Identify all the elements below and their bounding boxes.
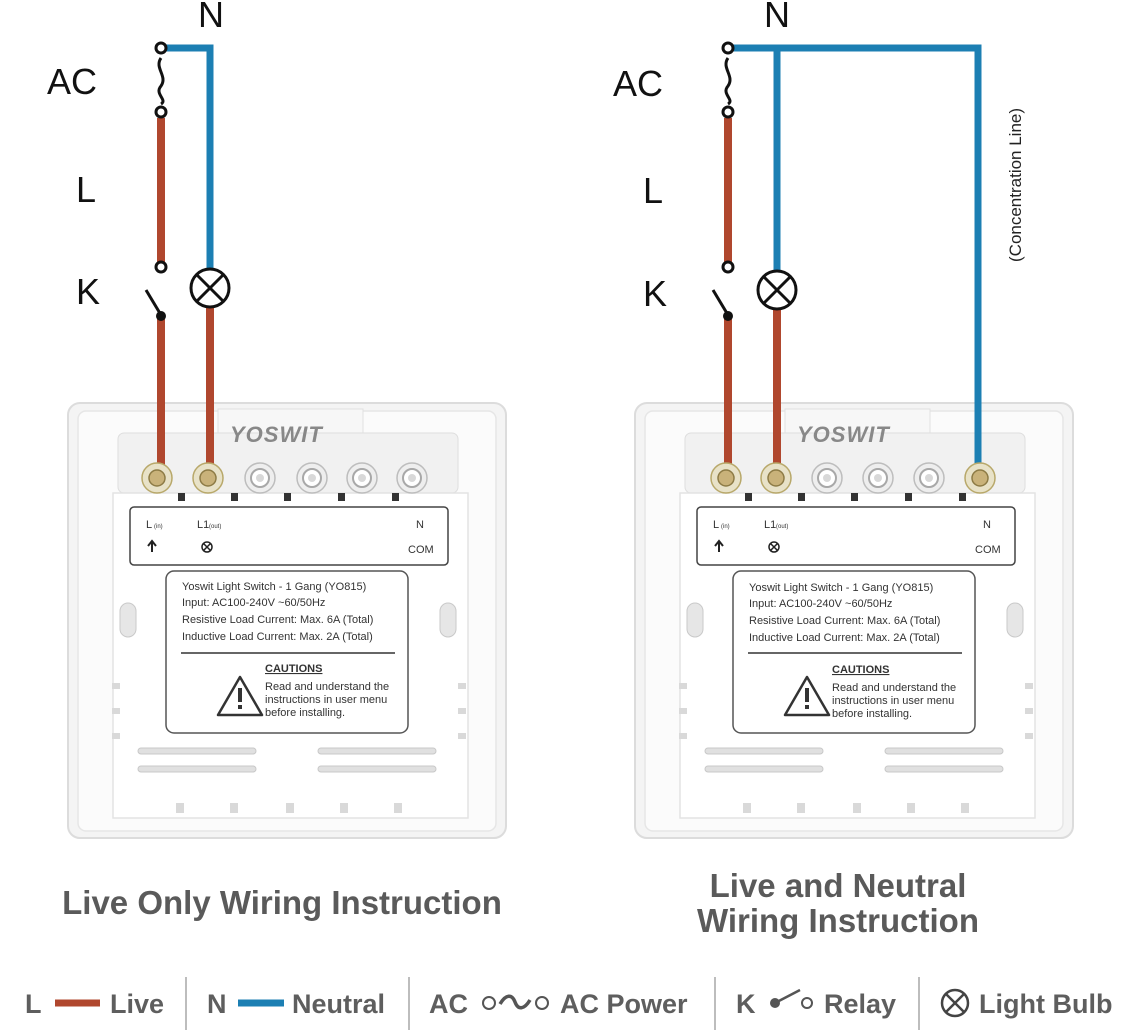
left-term-l1: L1 (197, 519, 209, 531)
right-spec-line: Input: AC100-240V ~60/50Hz (749, 598, 892, 610)
right-spec-line: Yoswit Light Switch - 1 Gang (YO815) (749, 582, 933, 594)
left-caution-title: CAUTIONS (265, 663, 322, 675)
right-switch-pivot (723, 311, 733, 321)
right-caution-line: instructions in user menu (832, 695, 954, 707)
right-device-brand: YOSWIT (797, 422, 890, 447)
right-title-line2: Wiring Instruction (697, 902, 979, 939)
left-spec-line: Resistive Load Current: Max. 6A (Total) (182, 614, 373, 626)
left-term-n: N (416, 519, 424, 531)
left-ac-terminal-bottom (154, 105, 168, 119)
left-switch-pivot (156, 311, 166, 321)
right-label-ac: AC (613, 63, 663, 104)
right-term-com: COM (975, 544, 1001, 556)
right-term-n: N (983, 519, 991, 531)
right-ac-terminal-bottom (721, 105, 735, 119)
right-spec-line: Resistive Load Current: Max. 6A (Total) (749, 615, 940, 627)
legend-neutral: N Neutral (207, 989, 385, 1019)
left-label-ac: AC (47, 61, 97, 102)
legend-relay-lever-icon (774, 988, 801, 1005)
legend-bulb-icon (940, 988, 970, 1018)
left-caution-line: instructions in user menu (265, 694, 387, 706)
left-spec-line: Yoswit Light Switch - 1 Gang (YO815) (182, 581, 366, 593)
right-term-l-sub: (in) (721, 524, 730, 530)
right-caution-line: before installing. (832, 708, 912, 720)
left-switch-contact (154, 260, 168, 274)
legend-relay-text: Relay (824, 989, 896, 1019)
legend-ac-wave-icon (498, 994, 532, 1010)
left-term-l-sub: (in) (154, 524, 163, 530)
left-term-l1-sub: (out) (209, 524, 221, 530)
legend-live: L Live (25, 989, 164, 1019)
left-bulb-icon (189, 267, 231, 309)
left-diagram: YOSWIT N AC L K L (in) L1 (out) N (47, 0, 508, 921)
left-caution-line: Read and understand the (265, 681, 389, 693)
left-arrow-icon (147, 539, 157, 552)
right-arrow-icon (714, 539, 724, 552)
legend-relay: K Relay (736, 988, 896, 1019)
left-label-k: K (76, 271, 100, 312)
legend-neutral-key: N (207, 989, 227, 1019)
legend-ac: AC AC Power (429, 989, 688, 1019)
right-label-k: K (643, 273, 667, 314)
left-spec-line: Inductive Load Current: Max. 2A (Total) (182, 631, 373, 643)
right-term-l: L (713, 519, 719, 531)
right-diagram: YOSWIT N AC L K (Concentration Line) L (613, 0, 1075, 939)
left-term-com: COM (408, 544, 434, 556)
right-spec-line: Inductive Load Current: Max. 2A (Total) (749, 632, 940, 644)
left-switch-lever (144, 289, 163, 316)
right-caution-title: CAUTIONS (832, 664, 889, 676)
left-spec-line: Input: AC100-240V ~60/50Hz (182, 597, 325, 609)
right-ac-symbol (724, 57, 732, 106)
left-neutral-wire (162, 44, 214, 268)
legend-neutral-text: Neutral (292, 989, 385, 1019)
legend-ac-terminal-icon (482, 996, 496, 1010)
legend-live-key: L (25, 989, 42, 1019)
left-small-bulb-icon (201, 541, 213, 553)
legend-bulb-text: Light Bulb (979, 989, 1112, 1019)
left-device-brand: YOSWIT (230, 422, 323, 447)
right-switch-contact (721, 260, 735, 274)
right-small-bulb-icon (768, 541, 780, 553)
legend-relay-contact-icon (801, 997, 813, 1009)
right-label-n: N (764, 0, 790, 35)
legend-bulb: Light Bulb (940, 988, 1112, 1019)
right-caution-line: Read and understand the (832, 682, 956, 694)
right-ac-terminal-top (721, 41, 735, 55)
concentration-line-label: (Concentration Line) (1006, 108, 1025, 262)
right-term-l1: L1 (764, 519, 776, 531)
left-term-l: L (146, 519, 152, 531)
right-bulb-icon (756, 269, 798, 311)
legend-live-text: Live (110, 989, 164, 1019)
right-term-l1-sub: (out) (776, 524, 788, 530)
left-ac-symbol (157, 57, 165, 106)
right-label-l: L (643, 170, 663, 211)
left-label-n: N (198, 0, 224, 35)
right-switch-lever (711, 289, 730, 316)
legend-ac-key: AC (429, 989, 468, 1019)
left-caution-line: before installing. (265, 707, 345, 719)
legend-relay-key: K (736, 989, 756, 1019)
left-label-l: L (76, 169, 96, 210)
right-neutral-concentration-wire (729, 44, 982, 478)
right-terminal-screws (811, 462, 945, 494)
left-title: Live Only Wiring Instruction (62, 884, 502, 921)
legend-ac-terminal-icon (535, 996, 549, 1010)
legend-ac-text: AC Power (560, 989, 688, 1019)
left-ac-terminal-top (154, 41, 168, 55)
legend: L Live N Neutral AC AC Power K Relay (25, 977, 1112, 1030)
right-title-line1: Live and Neutral (710, 867, 967, 904)
